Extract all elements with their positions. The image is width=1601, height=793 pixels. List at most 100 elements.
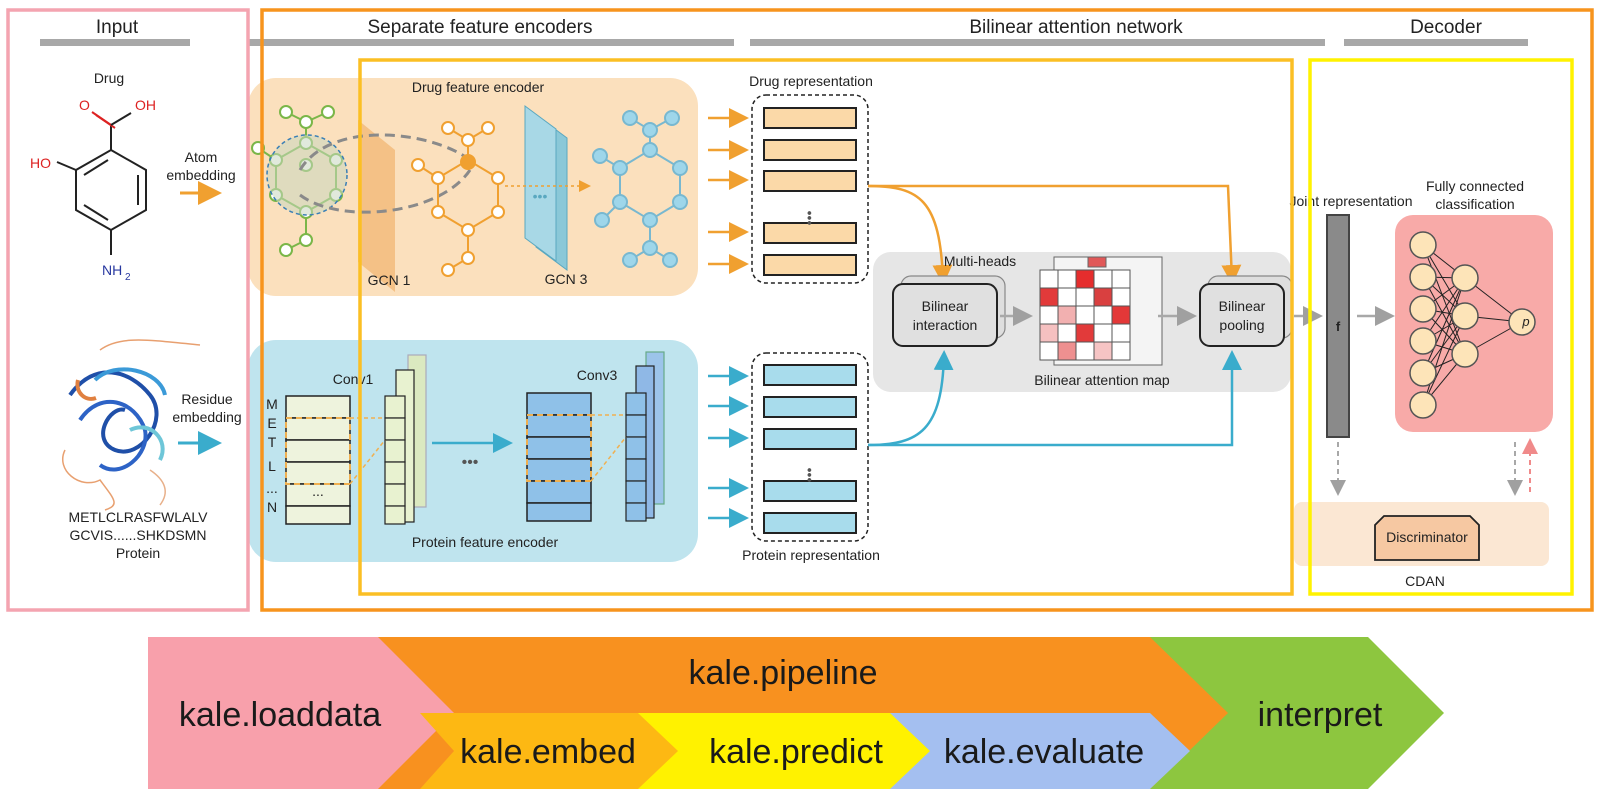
pipeline-banner: kale.loaddata kale.pipeline kale.embed k… [148,637,1444,789]
pipeline-predict-shape [638,713,930,789]
cdan-label: CDAN [1405,573,1445,589]
joint-f-label: f [1336,319,1341,334]
gcn-dashed-curve-2 [299,169,472,214]
atom-embedding-label-1: Atom [185,149,218,165]
gcn-dashed-curve-1 [298,133,471,171]
gcn1-layer [358,120,395,292]
gcn-ellipsis: ••• [533,188,548,204]
attention-cell [1057,323,1077,343]
protein-vector-ellipsis: ••• [802,468,818,483]
attention-cell [1039,287,1059,307]
drug-to-pooling-arrow [868,184,1242,285]
attention-cell [1111,323,1131,343]
conv3-dash-2 [590,436,627,482]
protein-label: Protein [116,545,160,561]
header-decoder: Decoder [1410,17,1482,38]
attention-cell [1075,341,1095,361]
fc-label-2: classification [1435,196,1514,212]
drug-output-arrows [708,108,749,274]
fc-node [1409,295,1437,323]
protein-sequence-line-1: METLCLRASFWLALV [69,509,209,525]
seq-letter: ... [266,480,278,496]
attention-cell [1039,305,1059,325]
attention-cell [1075,305,1095,325]
atom-o: O [79,97,90,113]
atom-ho: HO [30,155,51,171]
fc-edge [1422,276,1466,355]
protein-input-matrix [285,395,351,525]
fc-network [1409,231,1536,419]
drug-graph-output [592,110,688,268]
pipeline-embed-shape [420,713,678,789]
fc-label-1: Fully connected [1426,178,1524,194]
pipeline-evaluate-shape [890,713,1190,789]
attention-cell [1075,323,1095,343]
fc-edge [1422,244,1466,355]
seq-letter: T [268,434,277,450]
drug-receptive-field [266,134,348,216]
fc-node [1409,327,1437,355]
conv3-label: Conv3 [577,367,618,383]
header-encoders: Separate feature encoders [368,17,593,38]
protein-structure [62,339,201,511]
conv-ellipsis: ••• [462,454,479,471]
attention-cell [1039,323,1059,343]
conv1-dash-2 [349,439,386,485]
output-p-label: p [1521,314,1529,329]
attention-cell [1111,269,1131,289]
attention-cell [1075,269,1095,289]
encoders-region-border [260,8,1594,612]
pipeline-main-label: kale.pipeline [688,654,877,692]
seq-letter: N [267,499,277,515]
pipeline-interpret-label: interpret [1258,696,1383,734]
matrix-ellipsis: ... [312,483,324,499]
fc-node [1409,263,1437,291]
attention-cell [1057,305,1077,325]
attention-cell [1075,287,1095,307]
fc-node [1451,264,1479,292]
drug-label: Drug [94,70,124,86]
drug-molecule [56,111,147,255]
bilinear-interaction-label-2: interaction [913,317,978,333]
discriminator-label: Discriminator [1386,529,1468,545]
attention-cell [1111,287,1131,307]
ban-region-border [358,58,1294,596]
seq-letter: E [267,415,276,431]
bilinear-pooling-label-1: Bilinear [1219,298,1266,314]
fc-node [1409,359,1437,387]
protein-to-pooling-arrow [868,350,1242,447]
multi-heads-label: Multi-heads [944,253,1016,269]
input-region-border [6,8,250,612]
fc-node [1508,308,1536,336]
pipeline-embed-label: kale.embed [460,733,636,771]
conv1-window [285,417,351,485]
fc-node [1451,340,1479,368]
attention-cell [1093,323,1113,343]
atom-nh2-subscript: 2 [125,272,131,283]
drug-vector-ellipsis: ••• [802,211,818,226]
gcn3-label: GCN 3 [545,271,588,287]
attention-cell [1093,341,1113,361]
atom-embedding-label-2: embedding [166,167,235,183]
atom-nh2: NH [102,262,122,278]
attention-cell [1057,269,1077,289]
residue-embedding-label-1: Residue [181,391,233,407]
sequence-letters: M E T L ... N [266,396,278,515]
pipeline-loaddata-shape [148,637,454,789]
conv3-feature-map [625,351,665,522]
attention-cell [1093,305,1113,325]
protein-representation-label: Protein representation [742,547,880,563]
bilinear-pooling-box [1199,283,1285,347]
fc-node [1409,231,1437,259]
seq-letter: M [266,396,278,412]
atom-oh: OH [135,97,156,113]
protein-output-arrows [708,366,749,528]
drug-encoder-title: Drug feature encoder [412,79,545,95]
conv3-window [526,414,592,482]
attention-cell [1093,269,1113,289]
gcn1-label: GCN 1 [368,272,411,288]
drug-representation-vectors [763,107,857,276]
attention-map-label: Bilinear attention map [1034,372,1170,388]
conv1-feature-map [384,354,427,525]
